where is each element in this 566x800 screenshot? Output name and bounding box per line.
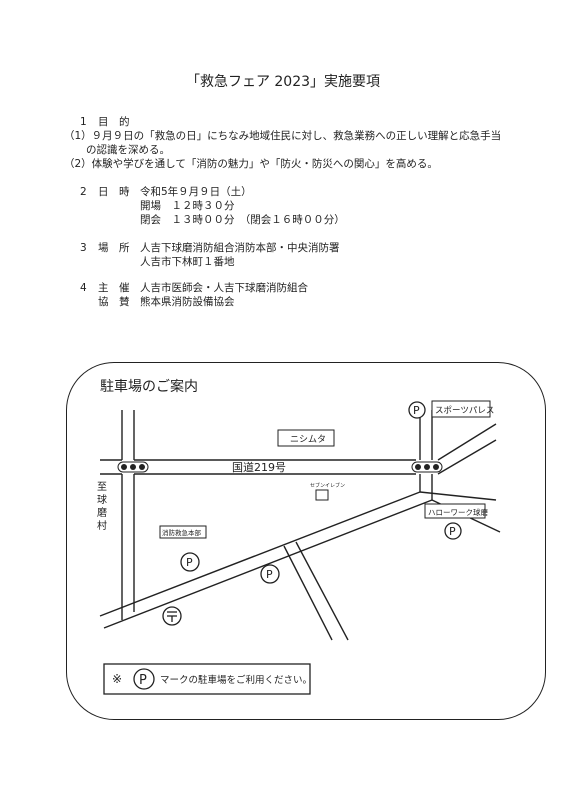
- purpose-item-1-cont: の認識を深める。: [86, 144, 170, 156]
- note-mark: ※: [112, 672, 122, 686]
- road-label: 国道219号: [232, 460, 286, 474]
- hellowork-box: [424, 503, 486, 519]
- note-text: マークの駐車場をご利用ください。: [160, 674, 312, 686]
- direction-label: 至 球 磨 村: [97, 481, 107, 532]
- section-4-label: 主 催: [98, 282, 130, 294]
- section-2-number: 2: [80, 186, 87, 198]
- svg-text:球: 球: [97, 493, 107, 506]
- datetime-close: 閉会 １３時００分 （閉会１６時００分）: [140, 214, 345, 226]
- svg-text:村: 村: [97, 519, 107, 532]
- branch-road: [283, 545, 333, 641]
- svg-text:P: P: [266, 568, 273, 581]
- purpose-item-2: （2）体験や学びを通して「消防の魅力」や「防火・防災への関心」を高める。: [64, 158, 438, 170]
- parking-icon-middle: P: [260, 564, 280, 584]
- nishimuta-label: ニシムタ: [290, 434, 326, 445]
- section-3-label: 場 所: [98, 242, 130, 254]
- sponsor-label: 協 賛: [98, 296, 130, 308]
- svg-text:P: P: [413, 404, 420, 417]
- datetime-open: 開場 １２時３０分: [140, 200, 235, 212]
- traffic-light-right: [411, 461, 443, 473]
- place-address: 人吉市下林町１番地: [140, 256, 235, 268]
- svg-text:至: 至: [97, 481, 107, 493]
- parking-icon-fire-station: P: [180, 552, 200, 572]
- seven-label: セブンイレブン: [310, 482, 345, 489]
- page-title: 「救急フェア 2023」実施要項: [185, 74, 381, 90]
- convenience-store-icon: [315, 489, 329, 501]
- sports-box: [431, 400, 491, 418]
- datetime-date: 令和5年９月９日（土）: [140, 186, 252, 198]
- sports-label: スポーツパレス: [435, 406, 494, 416]
- nishimuta-box: [277, 429, 335, 447]
- section-3-number: 3: [80, 242, 87, 254]
- purpose-item-1: （1）９月９日の「救急の日」にちなみ地域住民に対し、救急業務への正しい理解と応急…: [64, 130, 502, 142]
- svg-text:磨: 磨: [97, 507, 107, 519]
- svg-text:P: P: [139, 673, 147, 688]
- parking-icon-sports: P: [408, 401, 426, 419]
- fire-station-label: 消防救急本部: [162, 528, 202, 537]
- parking-icon-note: P: [133, 668, 155, 690]
- section-4-number: 4: [80, 282, 87, 294]
- section-1-number: 1: [80, 116, 87, 128]
- hellowork-label: ハローワーク球磨: [428, 507, 488, 517]
- organizer-value: 人吉市医師会・人吉下球磨消防組合: [140, 282, 308, 294]
- svg-text:P: P: [449, 525, 456, 538]
- diagonal-road: [99, 491, 421, 617]
- svg-text:P: P: [186, 556, 193, 569]
- traffic-light-left: [117, 461, 149, 473]
- parking-map-frame: [66, 362, 546, 720]
- fire-station-box: [159, 525, 207, 539]
- place-name: 人吉下球磨消防組合消防本部・中央消防署: [140, 242, 340, 254]
- parking-icon-hellowork: P: [444, 522, 462, 540]
- map-heading: 駐車場のご案内: [100, 378, 198, 395]
- section-1-label: 目 的: [98, 116, 130, 128]
- sponsor-value: 熊本県消防設備協会: [140, 296, 235, 308]
- section-2-label: 日 時: [98, 186, 130, 198]
- post-office-icon: [162, 606, 182, 626]
